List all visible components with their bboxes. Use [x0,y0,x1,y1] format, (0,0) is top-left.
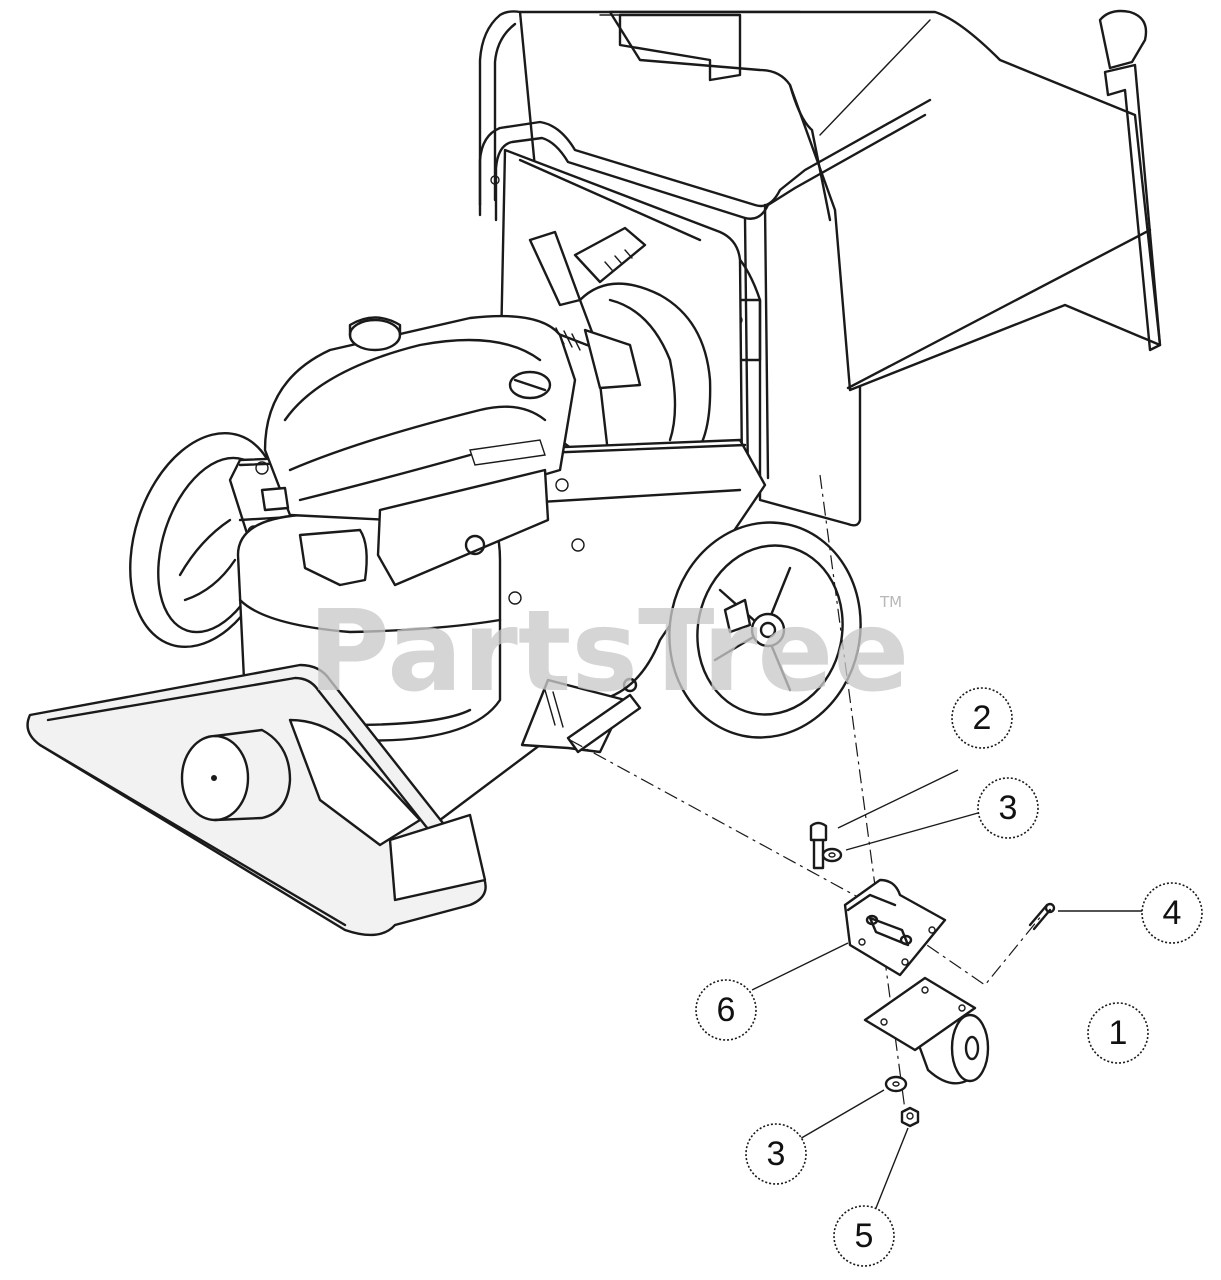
callouts: 2 3 4 6 1 3 [695,687,1203,1267]
watermark: PartsTree TM [308,587,909,717]
callout-3-lower[interactable]: 3 [745,1123,807,1185]
callout-1[interactable]: 1 [1087,1002,1149,1064]
callout-label: 3 [999,789,1018,827]
watermark-text: PartsTree [308,587,909,717]
callout-label: 1 [1109,1014,1128,1052]
hex-bolt-part [809,821,828,870]
callout-2[interactable]: 2 [951,687,1013,749]
callout-label: 5 [855,1217,874,1255]
exploded-parts [569,474,1056,1128]
engine [260,314,577,587]
caster-bracket-part [843,878,947,977]
callout-6[interactable]: 6 [695,979,757,1041]
caster-mount [520,677,642,754]
callout-4[interactable]: 4 [1141,882,1203,944]
watermark-trademark: TM [879,593,902,611]
callout-label: 2 [973,699,992,737]
callout-3-upper[interactable]: 3 [977,777,1039,839]
callout-5[interactable]: 5 [833,1205,895,1267]
handle [478,10,932,482]
callout-label: 4 [1163,894,1182,932]
washer-lower-part [884,1075,908,1093]
callout-label: 3 [767,1135,786,1173]
collection-bag [518,9,1162,527]
caster-wheel-part [863,976,990,1085]
cotter-pin-part [1028,902,1056,931]
right-wheel [668,521,862,739]
callout-label: 6 [717,991,736,1029]
lock-nut-part [900,1106,920,1128]
washer-upper-part [821,847,843,863]
nozzle [26,663,487,937]
